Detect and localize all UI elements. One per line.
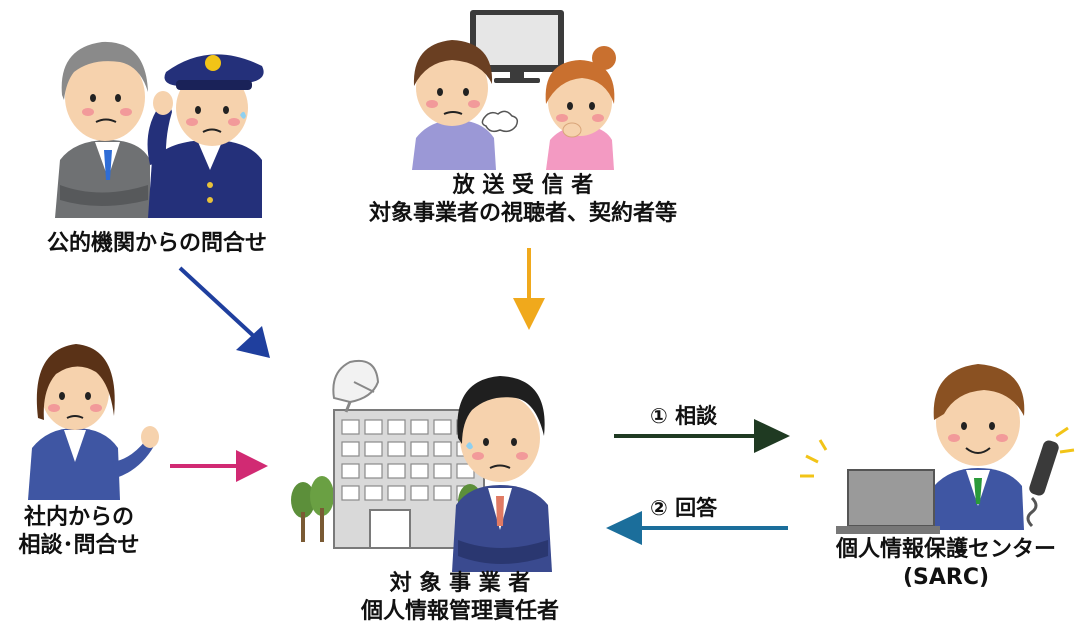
building-window (387, 485, 406, 501)
viewers-label-line2: 対象事業者の視聴者、契約者等 (368, 200, 677, 226)
consult-arrow-label: ① 相談 (650, 404, 718, 428)
building-window (387, 441, 406, 457)
building-window (433, 485, 452, 501)
arrow-consult (614, 419, 790, 453)
arrow-answer (606, 511, 788, 545)
sarc-illustration (800, 364, 1075, 534)
building-window (433, 419, 452, 435)
building-window (410, 441, 429, 457)
viewers-illustration (412, 10, 616, 170)
building-window (433, 463, 452, 479)
building-window (410, 419, 429, 435)
arrow-public (178, 266, 270, 358)
business-illustration (291, 360, 552, 572)
arrows (170, 248, 790, 545)
sarc-label-line1: 個人情報保護センター (835, 537, 1056, 562)
building-window (387, 463, 406, 479)
building-window (387, 419, 406, 435)
answer-arrow-label: ② 回答 (650, 496, 718, 520)
building-window (341, 441, 360, 457)
public-agency-label: 公的機関からの問合せ (47, 231, 268, 256)
sarc-label: 個人情報保護センター (SARC) (826, 536, 1066, 591)
building-window (410, 485, 429, 501)
police-uniform (148, 140, 262, 218)
building-window (410, 463, 429, 479)
building-window (341, 463, 360, 479)
building-window (341, 485, 360, 501)
internal-label-line2: 相談･問合せ (18, 532, 140, 558)
building-window (364, 419, 383, 435)
building-window (364, 441, 383, 457)
arrow-internal (170, 450, 268, 482)
building-window (364, 463, 383, 479)
business-label-line2: 個人情報管理責任者 (360, 598, 559, 624)
business-label-line1: 対 象 事 業 者 (389, 571, 531, 596)
internal-label: 社内からの 相談･問合せ (4, 504, 154, 559)
building-window (341, 419, 360, 435)
viewers-label-line1: 放 送 受 信 者 (452, 173, 594, 198)
arrow-viewers (513, 248, 545, 330)
viewers-label: 放 送 受 信 者 対象事業者の視聴者、契約者等 (318, 172, 728, 227)
public-agency-illustration (55, 41, 264, 218)
building-window (433, 441, 452, 457)
sarc-label-line2: (SARC) (902, 564, 990, 590)
internal-staff-illustration (28, 344, 159, 500)
internal-label-line1: 社内からの (23, 505, 134, 530)
building-window (364, 485, 383, 501)
business-label: 対 象 事 業 者 個人情報管理責任者 (300, 570, 620, 625)
